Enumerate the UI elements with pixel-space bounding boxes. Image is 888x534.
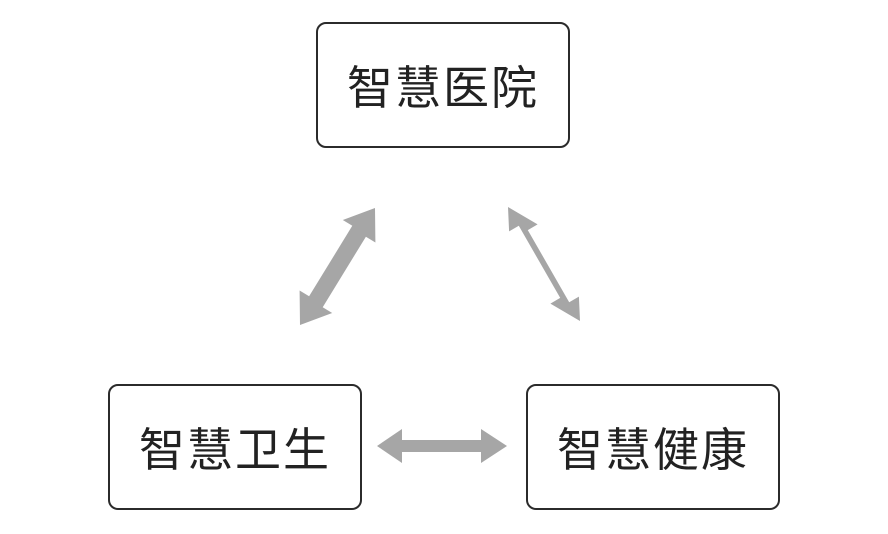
node-smart-public-health: 智慧卫生 bbox=[108, 384, 362, 510]
node-label: 智慧卫生 bbox=[139, 423, 331, 477]
node-smart-health: 智慧健康 bbox=[526, 384, 780, 510]
arrow-left-right bbox=[377, 429, 507, 463]
node-label: 智慧医院 bbox=[347, 61, 539, 115]
arrow-top-left bbox=[299, 208, 376, 325]
arrow-top-right bbox=[508, 207, 580, 321]
node-label: 智慧健康 bbox=[557, 423, 749, 477]
node-smart-hospital: 智慧医院 bbox=[316, 22, 570, 148]
